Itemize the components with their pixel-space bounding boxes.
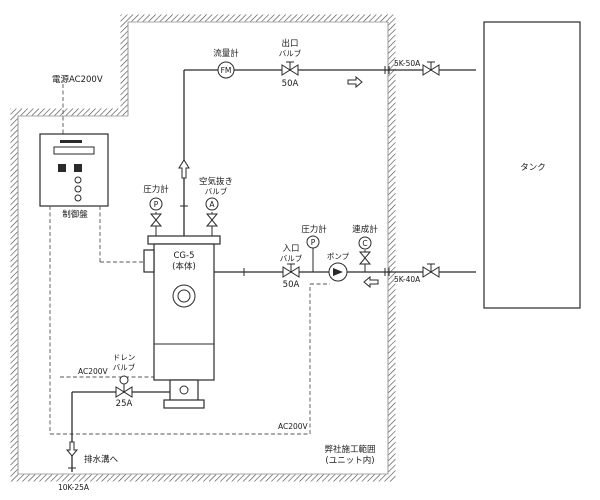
tank-valve-top: 5K-50A bbox=[394, 59, 440, 76]
ac-left-label: AC200V bbox=[78, 367, 109, 376]
ac-bottom-label: AC200V bbox=[278, 422, 309, 431]
outlet-valve: 出口 バルブ 50A bbox=[279, 38, 302, 89]
power-supply: 電源AC200V bbox=[52, 75, 103, 134]
pressure-right-symbol: P bbox=[311, 238, 316, 247]
inlet-valve-label2: バルブ bbox=[280, 253, 303, 263]
inlet-valve-label1: 入口 bbox=[282, 244, 299, 254]
compound-label: 連成計 bbox=[352, 224, 378, 235]
outlet-pipe bbox=[180, 66, 476, 236]
scope-note: 弊社施工範囲 (ユニット内) bbox=[324, 444, 375, 466]
outlet-valve-label2: バルブ bbox=[279, 48, 302, 58]
compound-symbol: C bbox=[362, 239, 367, 248]
outlet-flow-arrow bbox=[347, 75, 363, 89]
riser-flow-arrow bbox=[178, 159, 190, 179]
pressure-left-label: 圧力計 bbox=[143, 184, 169, 195]
pump-label: ポンプ bbox=[327, 252, 350, 261]
outlet-valve-label1: 出口 bbox=[281, 38, 298, 49]
flowmeter: FM 流量計 bbox=[213, 48, 239, 79]
inlet-size: 50A bbox=[283, 280, 300, 290]
pressure-gauge-right: P 圧力計 bbox=[301, 224, 327, 272]
outlet-size: 50A bbox=[282, 79, 299, 89]
drain-valve: ドレン バルブ 25A bbox=[113, 353, 136, 409]
flowmeter-symbol: FM bbox=[221, 66, 232, 75]
unit-name: CG-5 bbox=[174, 251, 195, 261]
drain-pipe-label: 10K-25A bbox=[58, 483, 90, 492]
drain-size: 25A bbox=[116, 399, 133, 409]
tank: タンク bbox=[483, 21, 581, 309]
pressure-right-label: 圧力計 bbox=[301, 224, 327, 235]
unit-body: (本体) bbox=[172, 261, 196, 272]
control-panel-label: 制御盤 bbox=[62, 209, 88, 220]
compound-gauge: C 連成計 bbox=[352, 224, 378, 272]
pump: ポンプ bbox=[327, 252, 350, 282]
power-label: 電源AC200V bbox=[52, 75, 103, 85]
tank-valve-bottom: 5K-40A bbox=[394, 263, 440, 284]
pressure-gauge-left: P 圧力計 bbox=[143, 184, 169, 236]
air-vent-label2: バルブ bbox=[205, 186, 228, 196]
drain-to-label: 排水溝へ bbox=[84, 454, 119, 465]
pressure-left-symbol: P bbox=[154, 200, 159, 209]
pipe-bottom-label: 5K-40A bbox=[394, 275, 421, 284]
scope-label2: (ユニット内) bbox=[325, 455, 374, 466]
drain-label1: ドレン bbox=[113, 353, 136, 362]
inlet-flow-arrow bbox=[363, 275, 379, 289]
air-vent-label: 空気抜き bbox=[199, 176, 233, 187]
pipe-top-label: 5K-50A bbox=[394, 59, 421, 68]
drain-label2: バルブ bbox=[113, 362, 136, 372]
main-unit: CG-5 (本体) bbox=[143, 235, 221, 409]
flowmeter-label: 流量計 bbox=[213, 48, 239, 59]
air-symbol: A bbox=[209, 200, 215, 209]
control-panel: 制御盤 bbox=[39, 133, 109, 220]
scope-label1: 弊社施工範囲 bbox=[324, 444, 375, 455]
scope-boundary bbox=[10, 14, 396, 482]
air-vent: A 空気抜き バルブ bbox=[199, 176, 233, 236]
drain-outlet: 排水溝へ 10K-25A bbox=[58, 441, 119, 492]
tank-label: タンク bbox=[520, 163, 546, 173]
inlet-valve: 入口 バルブ 50A bbox=[280, 244, 303, 290]
